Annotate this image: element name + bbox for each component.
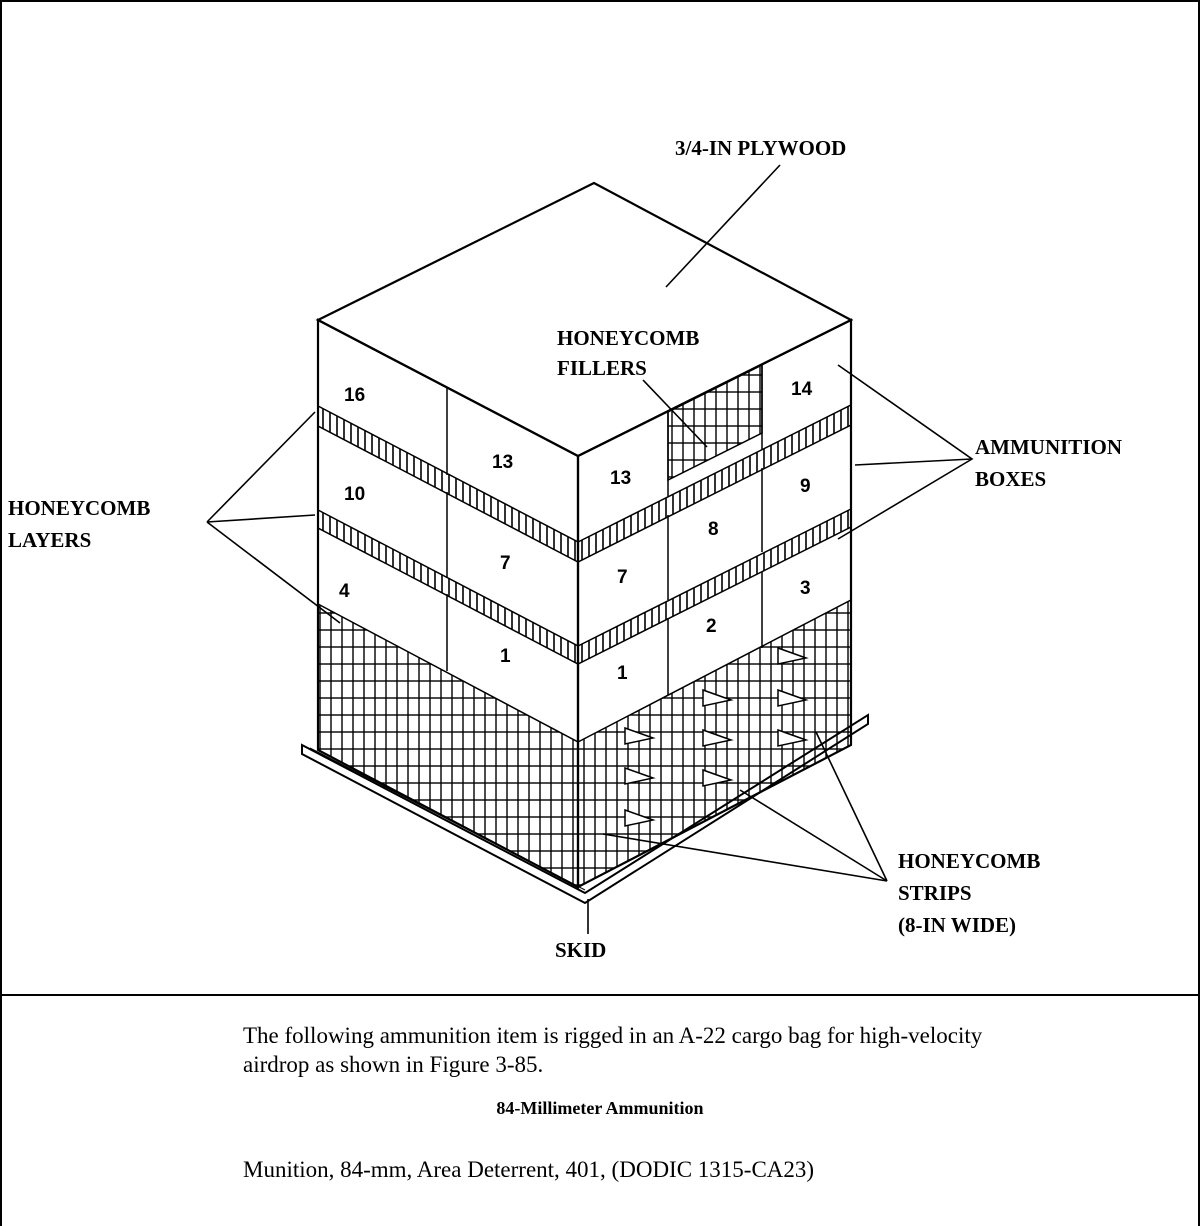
box-number: 16: [344, 385, 365, 406]
munition-item: Munition, 84-mm, Area Deterrent, 401, (D…: [243, 1157, 815, 1182]
label-strips: (8-IN WIDE): [898, 913, 1016, 937]
intro-paragraph: The following ammunition item is rigged …: [243, 1023, 983, 1077]
label-layers: HONEYCOMB: [8, 496, 150, 520]
box-number: 13: [610, 468, 631, 489]
leader-lines: [206, 164, 974, 934]
box-number: 1: [617, 663, 628, 684]
box-number: 8: [708, 519, 719, 540]
label-strips: HONEYCOMB: [898, 849, 1040, 873]
label-skid: SKID: [555, 938, 606, 962]
plywood-top: [315, 181, 854, 458]
box-number: 3: [800, 578, 811, 599]
section-heading: 84-Millimeter Ammunition: [496, 1098, 704, 1118]
label-fillers: FILLERS: [557, 356, 647, 380]
load-diagram: 16 13 13 14 10 7 7 8 9 4 1 1 2 3 3/4-IN …: [8, 136, 1122, 962]
honeycomb-strip-tabs: [624, 646, 809, 827]
divider: [0, 994, 1200, 996]
label-ammo-boxes: AMMUNITION: [975, 435, 1122, 459]
label-strips: STRIPS: [898, 881, 972, 905]
box-number: 9: [800, 476, 811, 497]
box-number: 4: [339, 581, 350, 602]
label-ammo-boxes: BOXES: [975, 467, 1046, 491]
box-number: 7: [500, 553, 511, 574]
box-number: 7: [617, 567, 628, 588]
box-number: 14: [791, 379, 813, 400]
box-number: 13: [492, 452, 513, 473]
box-number: 10: [344, 484, 365, 505]
label-layers: LAYERS: [8, 528, 91, 552]
box-number: 2: [706, 616, 717, 637]
left-face: [316, 318, 580, 889]
box-number: 1: [500, 646, 511, 667]
label-fillers: HONEYCOMB: [557, 326, 699, 350]
label-plywood: 3/4-IN PLYWOOD: [675, 136, 846, 160]
